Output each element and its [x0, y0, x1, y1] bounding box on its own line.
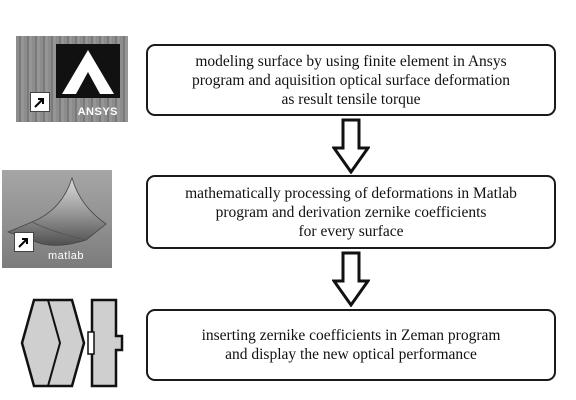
ansys-logo-tile [56, 44, 120, 98]
matlab-app-icon: matlab [2, 170, 112, 268]
shortcut-arrow-icon [14, 232, 34, 252]
shortcut-arrow-icon [30, 92, 50, 112]
step-text: modeling surface by using finite element… [191, 52, 511, 108]
down-arrow-icon [332, 251, 370, 307]
step-box-zeman: inserting zernike coefficients in Zeman … [146, 309, 556, 381]
down-arrow-icon [332, 118, 370, 174]
matlab-membrane-icon [6, 176, 107, 246]
ansys-logo-icon [62, 50, 114, 94]
matlab-icon-label: matlab [48, 250, 85, 262]
ansys-app-icon: ANSYS [16, 36, 128, 122]
step-box-matlab: mathematically processing of deformation… [146, 175, 556, 249]
step-text: inserting zernike coefficients in Zeman … [201, 327, 501, 363]
ansys-icon-label: ANSYS [77, 106, 118, 118]
step-text: mathematically processing of deformation… [185, 184, 517, 240]
optical-lens-icon [20, 296, 124, 390]
step-box-ansys: modeling surface by using finite element… [146, 44, 556, 116]
